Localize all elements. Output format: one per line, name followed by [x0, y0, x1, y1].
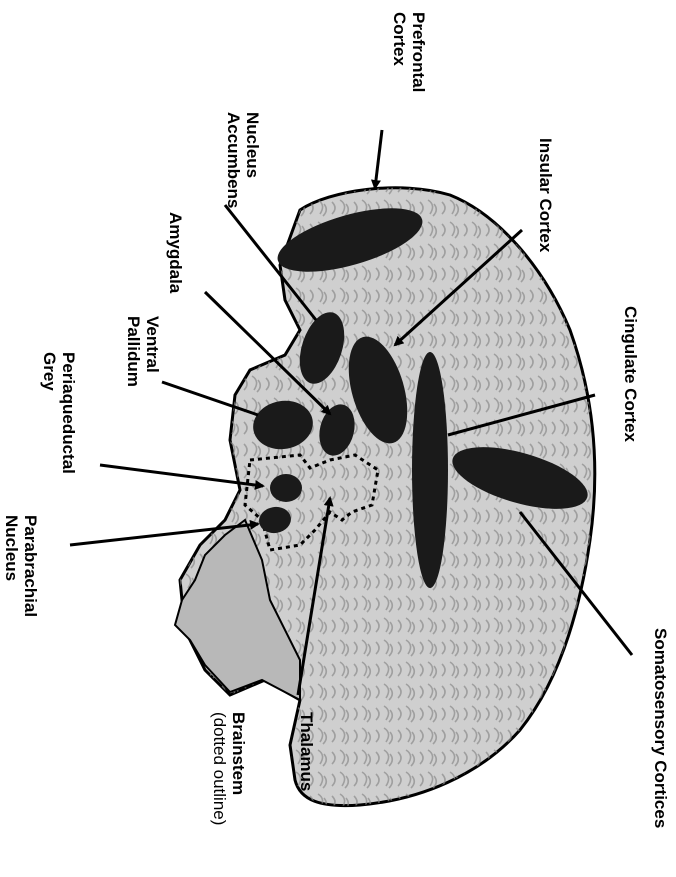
label-prefrontal-cortex: Prefrontal Cortex — [390, 12, 428, 92]
label-thalamus-line1: Thalamus — [297, 712, 316, 791]
label-nucleus-line2: Accumbens — [224, 112, 243, 208]
label-amygdala: Amygdala — [166, 212, 185, 293]
label-periaqueductal-line2: Grey — [40, 352, 59, 474]
label-ventral-pallidum: Ventral Pallidum — [124, 316, 162, 387]
label-insular-line1: Insular Cortex — [536, 138, 555, 252]
label-periaqueductal-grey: Periaqueductal Grey — [40, 352, 78, 474]
label-periaqueductal-line1: Periaqueductal — [59, 352, 78, 474]
label-thalamus: Thalamus — [297, 712, 316, 791]
label-cingulate-line1: Cingulate Cortex — [621, 306, 640, 442]
periaqueductal-grey-region — [270, 474, 302, 502]
label-prefrontal-line1: Prefrontal — [409, 12, 428, 92]
cingulate-cortex-region — [412, 352, 448, 588]
label-parabrachial-line2: Nucleus — [2, 515, 21, 617]
label-cingulate-cortex: Cingulate Cortex — [621, 306, 640, 442]
label-brainstem-note: (dotted outline) — [210, 712, 229, 825]
label-somatosensory-line1: Somatosensory Cortices — [651, 628, 670, 828]
arrow-prefrontal-cortex — [375, 130, 382, 188]
label-somatosensory-cortices: Somatosensory Cortices — [651, 628, 670, 828]
label-amygdala-line1: Amygdala — [166, 212, 185, 293]
label-prefrontal-line2: Cortex — [390, 12, 409, 92]
label-ventral-line1: Ventral — [143, 316, 162, 387]
label-parabrachial-line1: Parabrachial — [21, 515, 40, 617]
label-brainstem-line1: Brainstem — [229, 712, 248, 825]
label-ventral-line2: Pallidum — [124, 316, 143, 387]
label-parabrachial-nucleus: Parabrachial Nucleus — [2, 515, 40, 617]
label-insular-cortex: Insular Cortex — [536, 138, 555, 252]
label-brainstem: Brainstem (dotted outline) — [210, 712, 248, 825]
label-nucleus-accumbens: Nucleus Accumbens — [224, 112, 262, 208]
label-nucleus-line1: Nucleus — [243, 112, 262, 208]
